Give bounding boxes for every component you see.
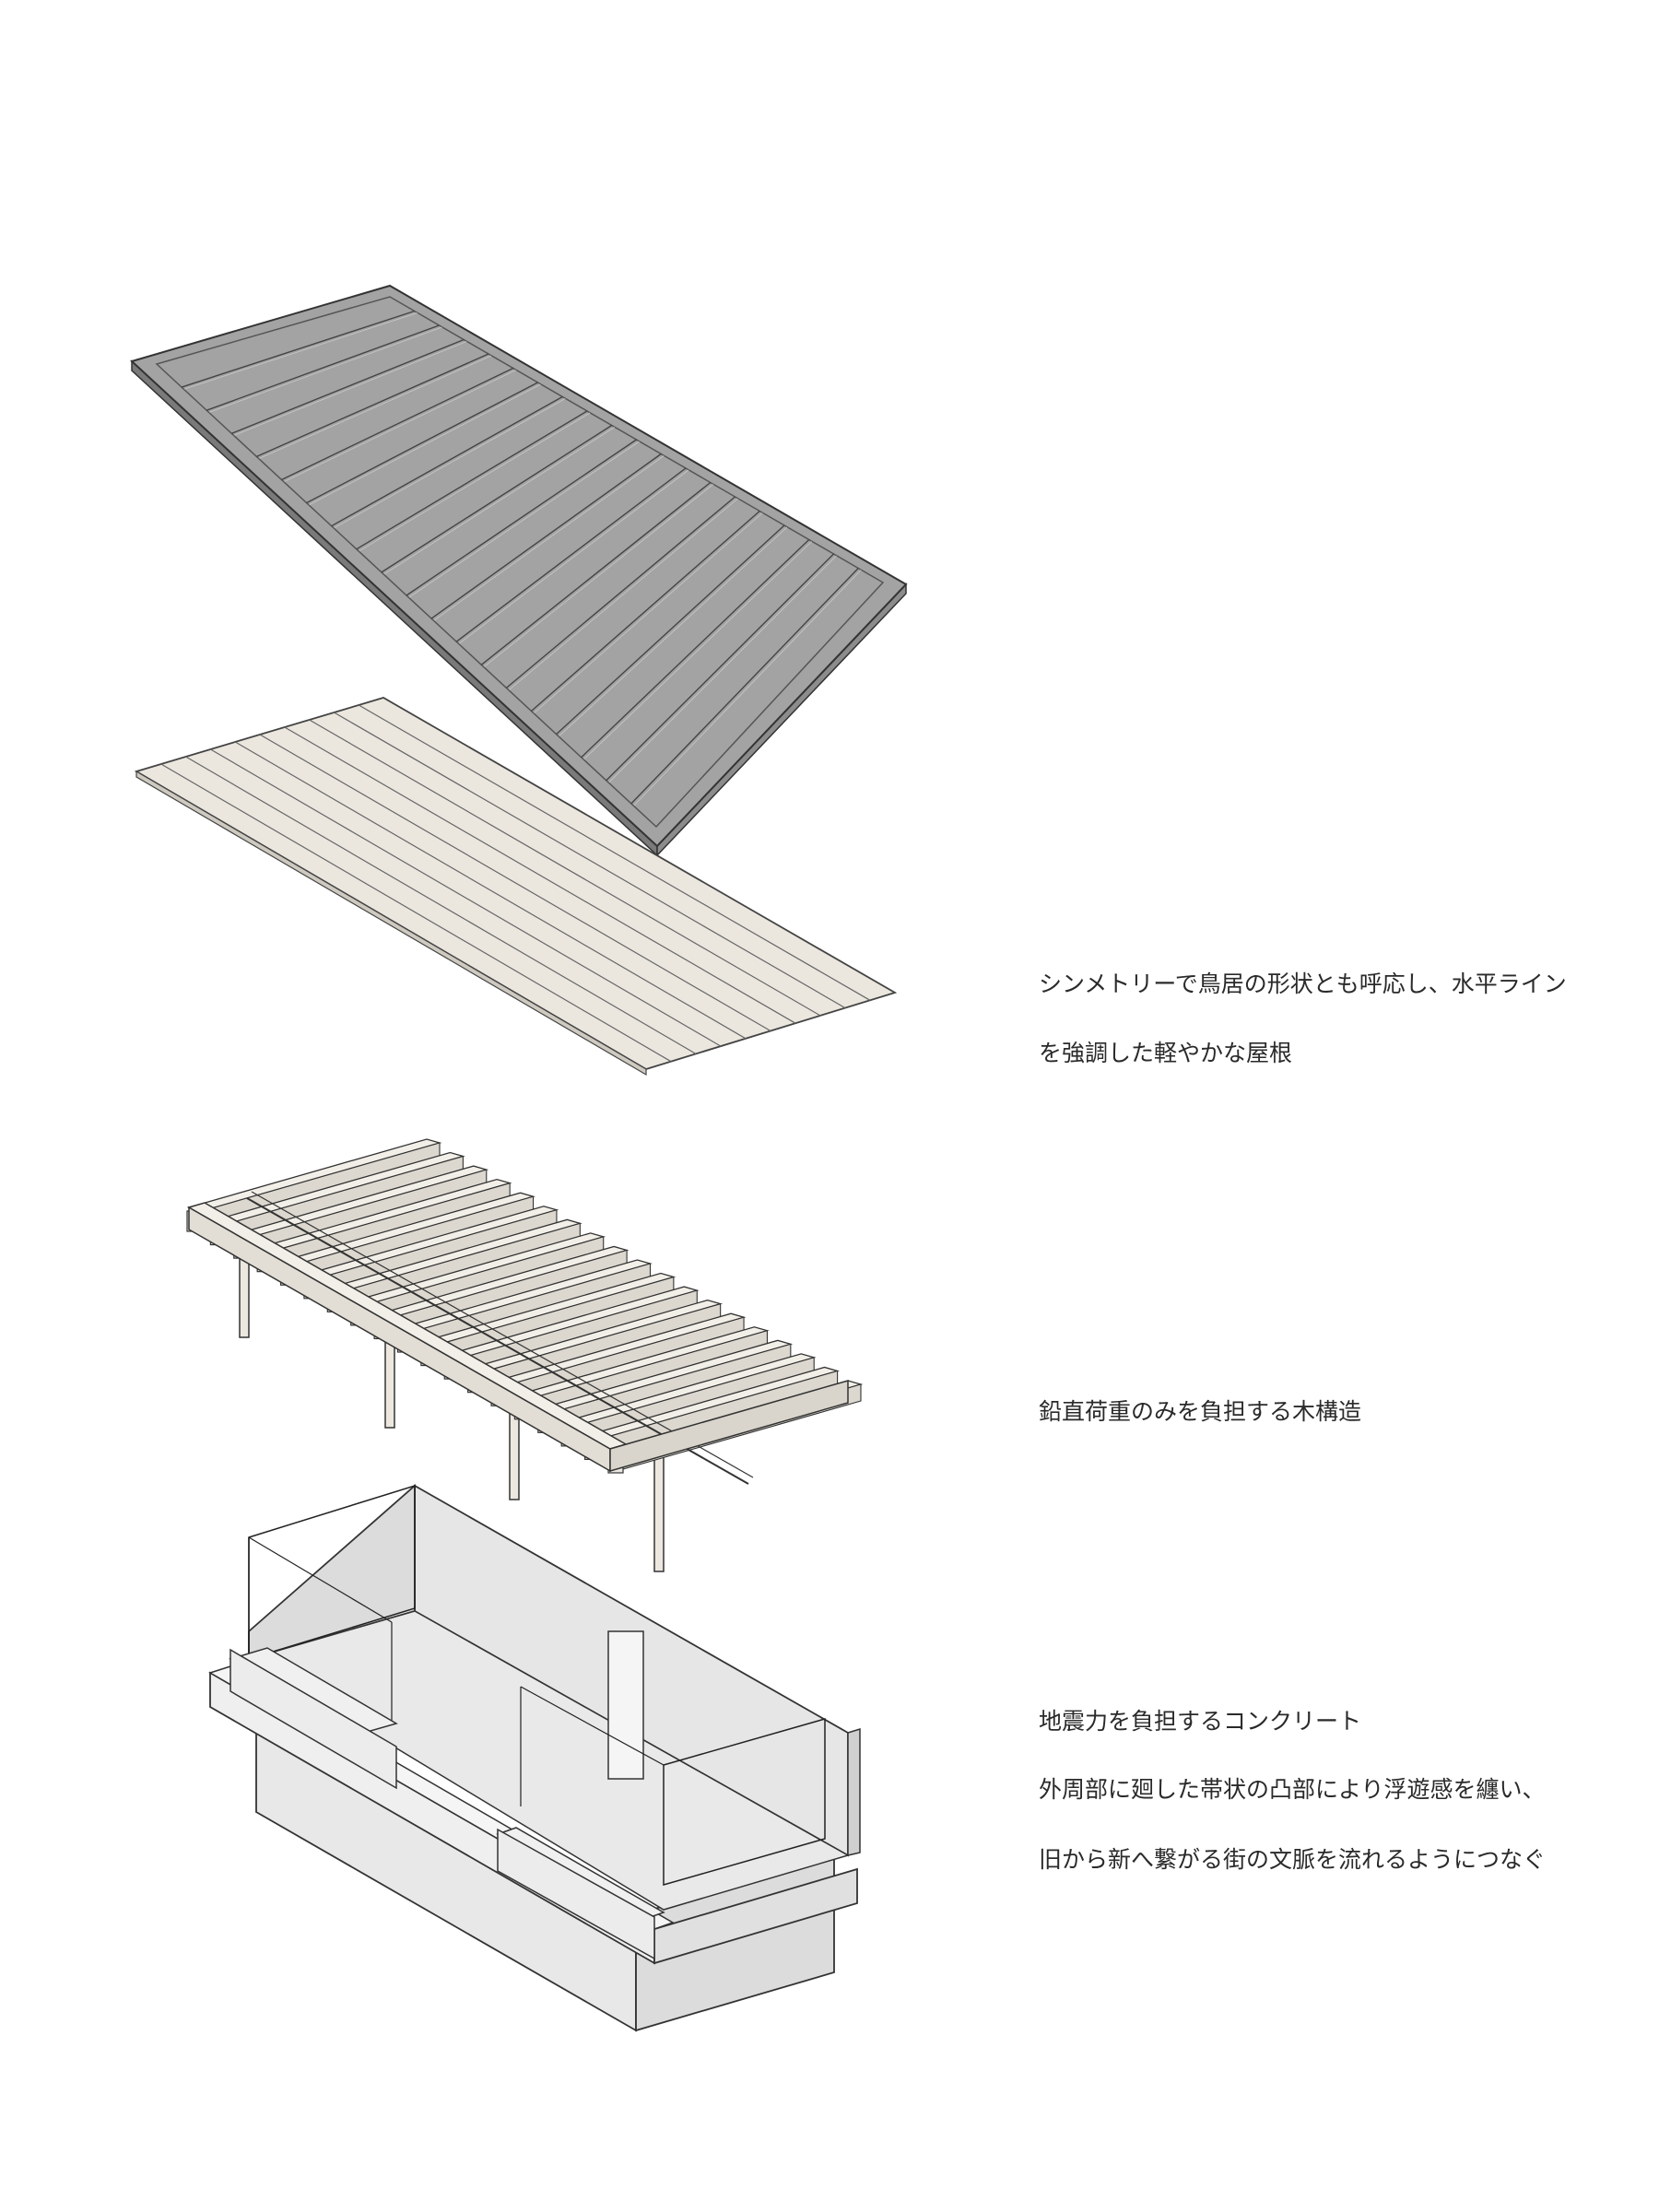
concrete-floor (247, 1610, 850, 1911)
metal-roof-seam (181, 310, 415, 388)
metal-roof-seam-highlight (583, 541, 813, 759)
metal-roof-seam (231, 338, 465, 434)
timber-post (384, 1335, 395, 1429)
roof-board-seam (309, 719, 821, 1017)
metal-roof-seam (406, 439, 637, 596)
metal-roof-seam (630, 568, 859, 805)
concrete-door-opening (607, 1630, 644, 1780)
timber-post (509, 1406, 520, 1500)
roof-board-seam (210, 748, 722, 1047)
metal-roof-seam-highlight (559, 526, 788, 736)
metal-roof-seam-highlight (383, 427, 615, 575)
metal-roof-seam (306, 382, 538, 504)
caption-wood-structure: 鉛直荷重のみを負担する木構造 (1039, 1398, 1362, 1425)
caption-concrete-line-2: 外周部に廻した帯状の凸部により浮遊感を纏い、 (1039, 1776, 1546, 1803)
metal-roof-seam-highlight (259, 355, 492, 459)
metal-roof-seam (356, 410, 588, 550)
metal-roof-seam (430, 453, 662, 619)
metal-roof-seam-highlight (309, 383, 541, 505)
metal-roof-seam-highlight (484, 484, 713, 667)
metal-roof-seam (381, 424, 613, 573)
caption-concrete-line-1: 地震力を負担するコンクリート (1039, 1708, 1362, 1735)
glass-frame-edge (248, 1536, 393, 1623)
glass-frame-right (663, 1718, 826, 1886)
roof-boards-edge (135, 770, 647, 1077)
metal-roof-seam-highlight (534, 512, 763, 713)
caption-roof-line-1: シンメトリーで鳥居の形状とも呼応し、水平ライン (1039, 971, 1567, 997)
caption-concrete-line-3: 旧から新へ繋がる街の文脈を流れるようにつなぐ (1039, 1846, 1547, 1873)
roof-board-seam (160, 763, 672, 1063)
metal-roof-layer (130, 284, 908, 857)
metal-roof-seam-highlight (408, 441, 640, 598)
metal-roof-seam-highlight (209, 326, 442, 413)
concrete-base-layer (208, 1484, 861, 2032)
metal-roof-seam (505, 496, 735, 688)
roof-board-seam (234, 741, 747, 1040)
roof-board-seam (284, 726, 796, 1024)
roof-board-seam (185, 756, 697, 1054)
concrete-band-block-right (497, 1828, 655, 1960)
metal-roof-seam (281, 367, 514, 481)
concrete-band-block-left (229, 1648, 397, 1790)
roof-board-seam (259, 734, 771, 1032)
metal-roof-seam-highlight (458, 469, 689, 644)
metal-roof-inner-border (155, 296, 885, 829)
metal-roof-seam (556, 524, 785, 735)
caption-roof-line-2: を強調した軽やかな屋根 (1039, 1040, 1293, 1066)
metal-roof-seam-highlight (183, 312, 418, 390)
metal-roof-seam-highlight (433, 455, 665, 621)
metal-roof-seam-highlight (284, 370, 516, 482)
metal-roof-seam (455, 467, 687, 642)
metal-roof-seam-highlight (334, 398, 566, 529)
metal-roof-seam (606, 553, 834, 782)
metal-roof-seam-highlight (633, 570, 862, 806)
timber-structure-layer (186, 1138, 864, 1572)
roof-board-seams (160, 704, 871, 1063)
metal-roof-seam-highlight (234, 341, 467, 436)
timber-ridge-beam (251, 1191, 754, 1478)
metal-roof-seam-highlight (359, 412, 591, 552)
metal-roof-seam-highlight (608, 555, 837, 783)
timber-post (653, 1455, 665, 1572)
timber-end-beam (609, 1380, 849, 1472)
metal-roof-seam (206, 324, 440, 411)
glass-frame-edge (520, 1686, 665, 1766)
metal-roof-seam (256, 353, 489, 458)
metal-roof-seam-highlight (509, 498, 738, 690)
concrete-right-wall (847, 1727, 861, 1856)
roof-board-seam (358, 704, 871, 1001)
metal-roof-seam (480, 481, 712, 665)
metal-roof-seam (581, 538, 810, 759)
roof-board-seam (334, 712, 846, 1009)
metal-roof-seam (531, 510, 760, 712)
metal-roof-seam (331, 395, 563, 527)
metal-roof-seams (181, 310, 862, 806)
roof-board-layer (134, 697, 898, 1077)
